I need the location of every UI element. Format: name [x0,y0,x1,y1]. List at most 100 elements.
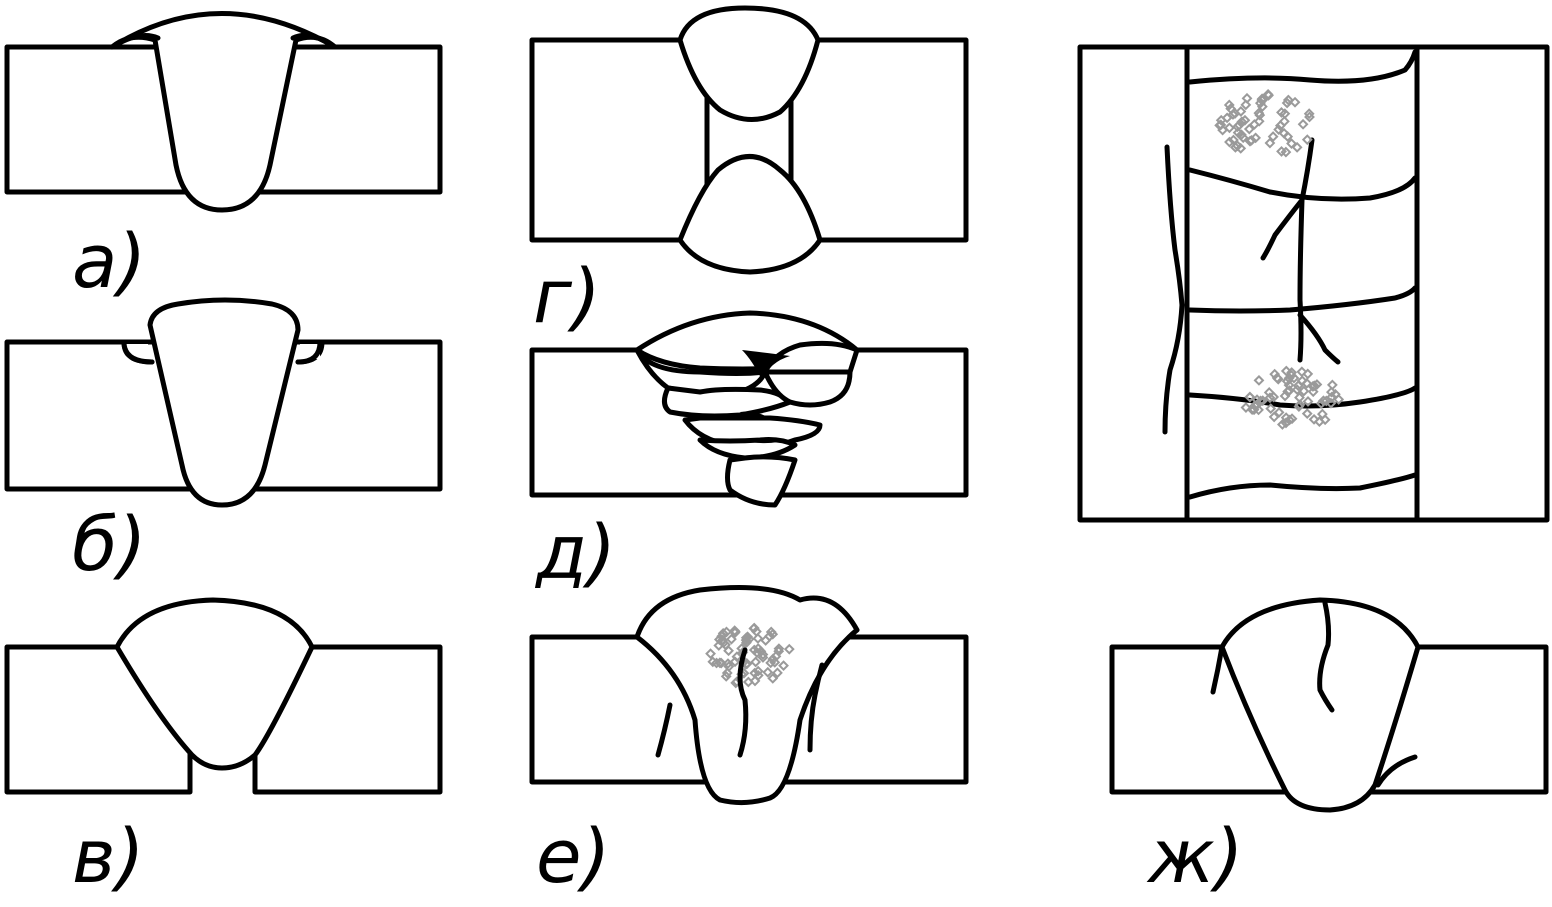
pore-mark [1255,395,1267,407]
pore-mark [1217,124,1229,136]
figure-topview-weld-seam [1077,44,1550,523]
pore-mark [1244,391,1256,403]
figure-zh-label: ж) [1146,814,1244,900]
pore-mark [750,656,762,668]
pore-mark [1301,408,1313,420]
figure-a-undercut-right [290,33,338,50]
figure-g-weld-bottom [677,154,823,275]
pore-mark [1274,120,1286,132]
figure-d-slag-3 [742,439,778,444]
figure-a-weld [109,11,338,213]
figure-d-pass-3 [662,385,793,419]
pore-mark [1333,394,1345,405]
pore-mark [1248,404,1260,416]
pore-mark [1224,122,1235,134]
pore-mark [757,652,769,663]
pore-mark [1273,124,1285,135]
pore-mark [1282,94,1294,106]
pore-mark [772,667,783,679]
pore-mark [1237,132,1249,144]
pore-mark [1289,96,1301,108]
pore-mark [740,632,752,644]
figure-a-label: а) [72,219,146,305]
pore-mark [1280,365,1292,377]
pore-mark [1248,119,1260,130]
pore-mark [1256,94,1268,106]
pore-mark [1283,385,1295,396]
figure-d-root [725,454,798,508]
topview-ripple-5 [1187,472,1418,500]
pore-mark [1291,384,1303,396]
pore-mark [1253,115,1265,127]
figure-zh-crack-left [1210,644,1225,695]
figure-d-slag-1 [742,350,790,380]
pore-mark [1240,99,1252,111]
pore-mark [723,645,734,657]
figure-e-crack-right [807,662,825,753]
topview-plate-frame [1077,44,1550,523]
pore-mark [751,647,763,658]
topview-ripple-1 [1187,49,1418,85]
figure-d-pass-6 [697,437,798,461]
pore-mark [1315,398,1327,409]
pore-mark [1296,375,1308,387]
pore-mark [1283,379,1295,391]
figure-d-slag-2 [740,411,770,418]
pore-mark [1268,411,1280,423]
pore-mark [752,669,764,681]
figure-a-undercut: а) [4,11,443,305]
figure-b-underfill: б) [4,297,443,588]
pore-mark [1223,99,1235,111]
pore-mark [783,643,795,655]
pore-mark [742,676,754,688]
pore-mark [1232,127,1244,139]
pore-mark [762,666,774,678]
figure-b-weld [147,297,301,508]
pore-mark [1215,114,1227,126]
figure-v-lack-of-penetration: в) [4,597,443,900]
pore-mark [1232,121,1243,133]
figure-v-weld [114,597,315,771]
pore-mark [1301,134,1313,146]
figure-d-slag-inclusions: д) [529,310,969,596]
pore-mark [1291,141,1303,153]
topview-crack-branch-a [1297,137,1315,363]
pore-mark [723,661,735,672]
pore-mark [722,658,734,670]
pore-mark [765,657,777,669]
figure-d-pass-4 [762,369,853,408]
pore-mark [1253,374,1265,386]
pore-mark [1302,396,1314,407]
pore-mark [1326,379,1338,391]
topview-crack-long [1162,144,1185,435]
figure-b-notch-edge-left [121,339,155,365]
pore-mark [1279,108,1291,120]
pore-mark [1307,386,1319,398]
figure-e-crack-center [737,647,749,758]
figure-zh-weld [1219,597,1421,813]
pore-mark [1279,390,1291,402]
pore-mark [1276,419,1288,430]
pore-mark [1227,109,1239,120]
figure-a-undercut-left [109,33,161,50]
pore-mark [1311,379,1323,390]
figure-v-plate-right [252,644,443,795]
pore-mark [717,627,729,639]
pore-mark [778,660,789,672]
figure-g-label: г) [533,254,601,340]
topview-crack-branch-c [1297,312,1341,365]
pore-mark [1284,414,1295,426]
pore-mark [726,633,737,645]
pore-mark [1253,107,1265,119]
pore-mark [729,625,741,637]
pore-mark [1272,373,1284,385]
figure-e-pores-and-cracks: е) [529,585,969,900]
pore-mark [1264,137,1276,149]
pore-mark [770,650,782,662]
figure-b-label: б) [72,502,147,588]
pore-mark [1239,114,1251,126]
figure-zh-crack-right [1375,754,1418,788]
pore-mark [1319,414,1331,426]
pore-mark [1297,118,1309,130]
topview-ripple-3 [1187,285,1418,314]
